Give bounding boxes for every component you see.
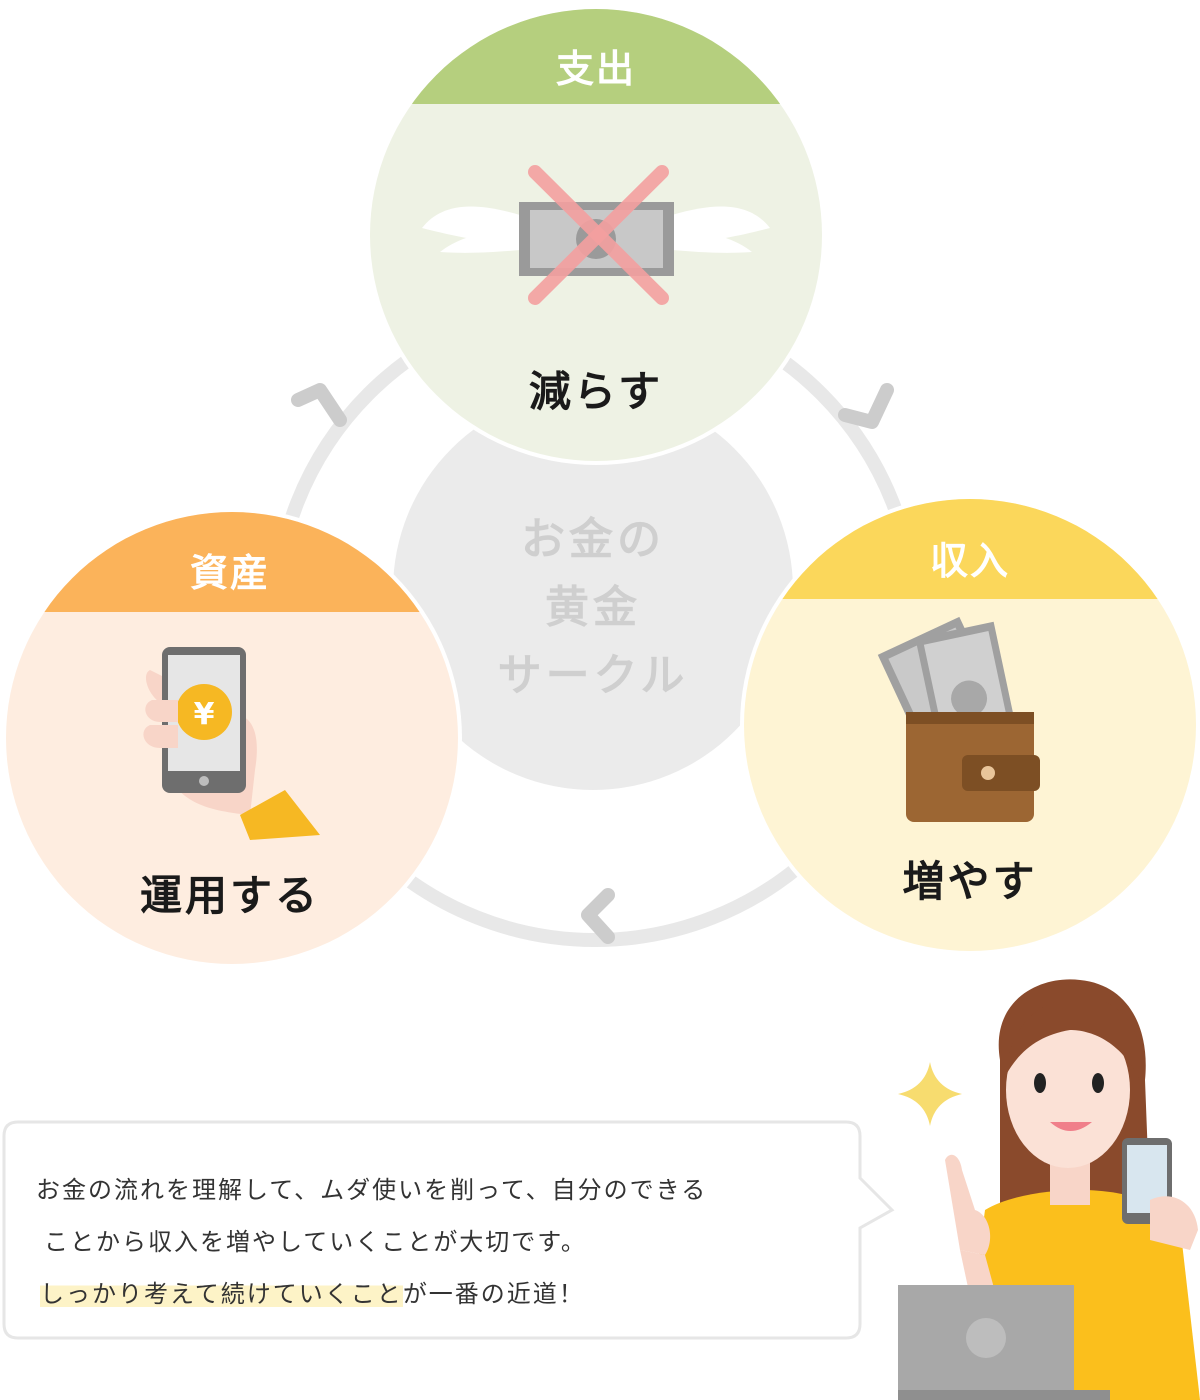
hand-smartphone-yen-icon: ¥: [143, 647, 320, 840]
center-title: お金の 黄金 サークル: [443, 506, 743, 710]
heading-expense: 支出: [555, 47, 636, 91]
wallet-with-cash-icon: [877, 616, 1040, 822]
flying-money-crossed-icon: [422, 165, 770, 305]
message-line-2: ことから収入を増やしていくことが大切です。: [44, 1228, 587, 1256]
heading-income: 収入: [929, 539, 1010, 583]
svg-text:¥: ¥: [194, 697, 215, 732]
center-title-line-1: お金の: [521, 514, 665, 565]
arrow-up-left: [291, 383, 347, 427]
sparkle-icon: [898, 1062, 962, 1126]
center-disc: [393, 390, 793, 790]
heading-assets: 資産: [189, 551, 270, 595]
center-title-line-2: 黄金: [545, 582, 641, 633]
arrow-down-right: [838, 383, 894, 429]
message-line-3: しっかり考えて続けていくことが一番の近道！: [36, 1268, 846, 1320]
action-expense: 減らす: [528, 367, 664, 416]
action-income: 増やす: [902, 857, 1038, 906]
message-line-1: お金の流れを理解して、ムダ使いを削って、自分のできる: [36, 1176, 708, 1204]
action-assets: 運用する: [139, 871, 320, 920]
center-title-line-3: サークル: [497, 650, 689, 701]
message-text: お金の流れを理解して、ムダ使いを削って、自分のできる ことから収入を増やしていく…: [36, 1164, 846, 1320]
message-line-3-rest: が一番の近道！: [402, 1280, 585, 1308]
arrow-left: [581, 888, 615, 944]
message-highlight: しっかり考えて続けていくこと: [40, 1280, 403, 1308]
